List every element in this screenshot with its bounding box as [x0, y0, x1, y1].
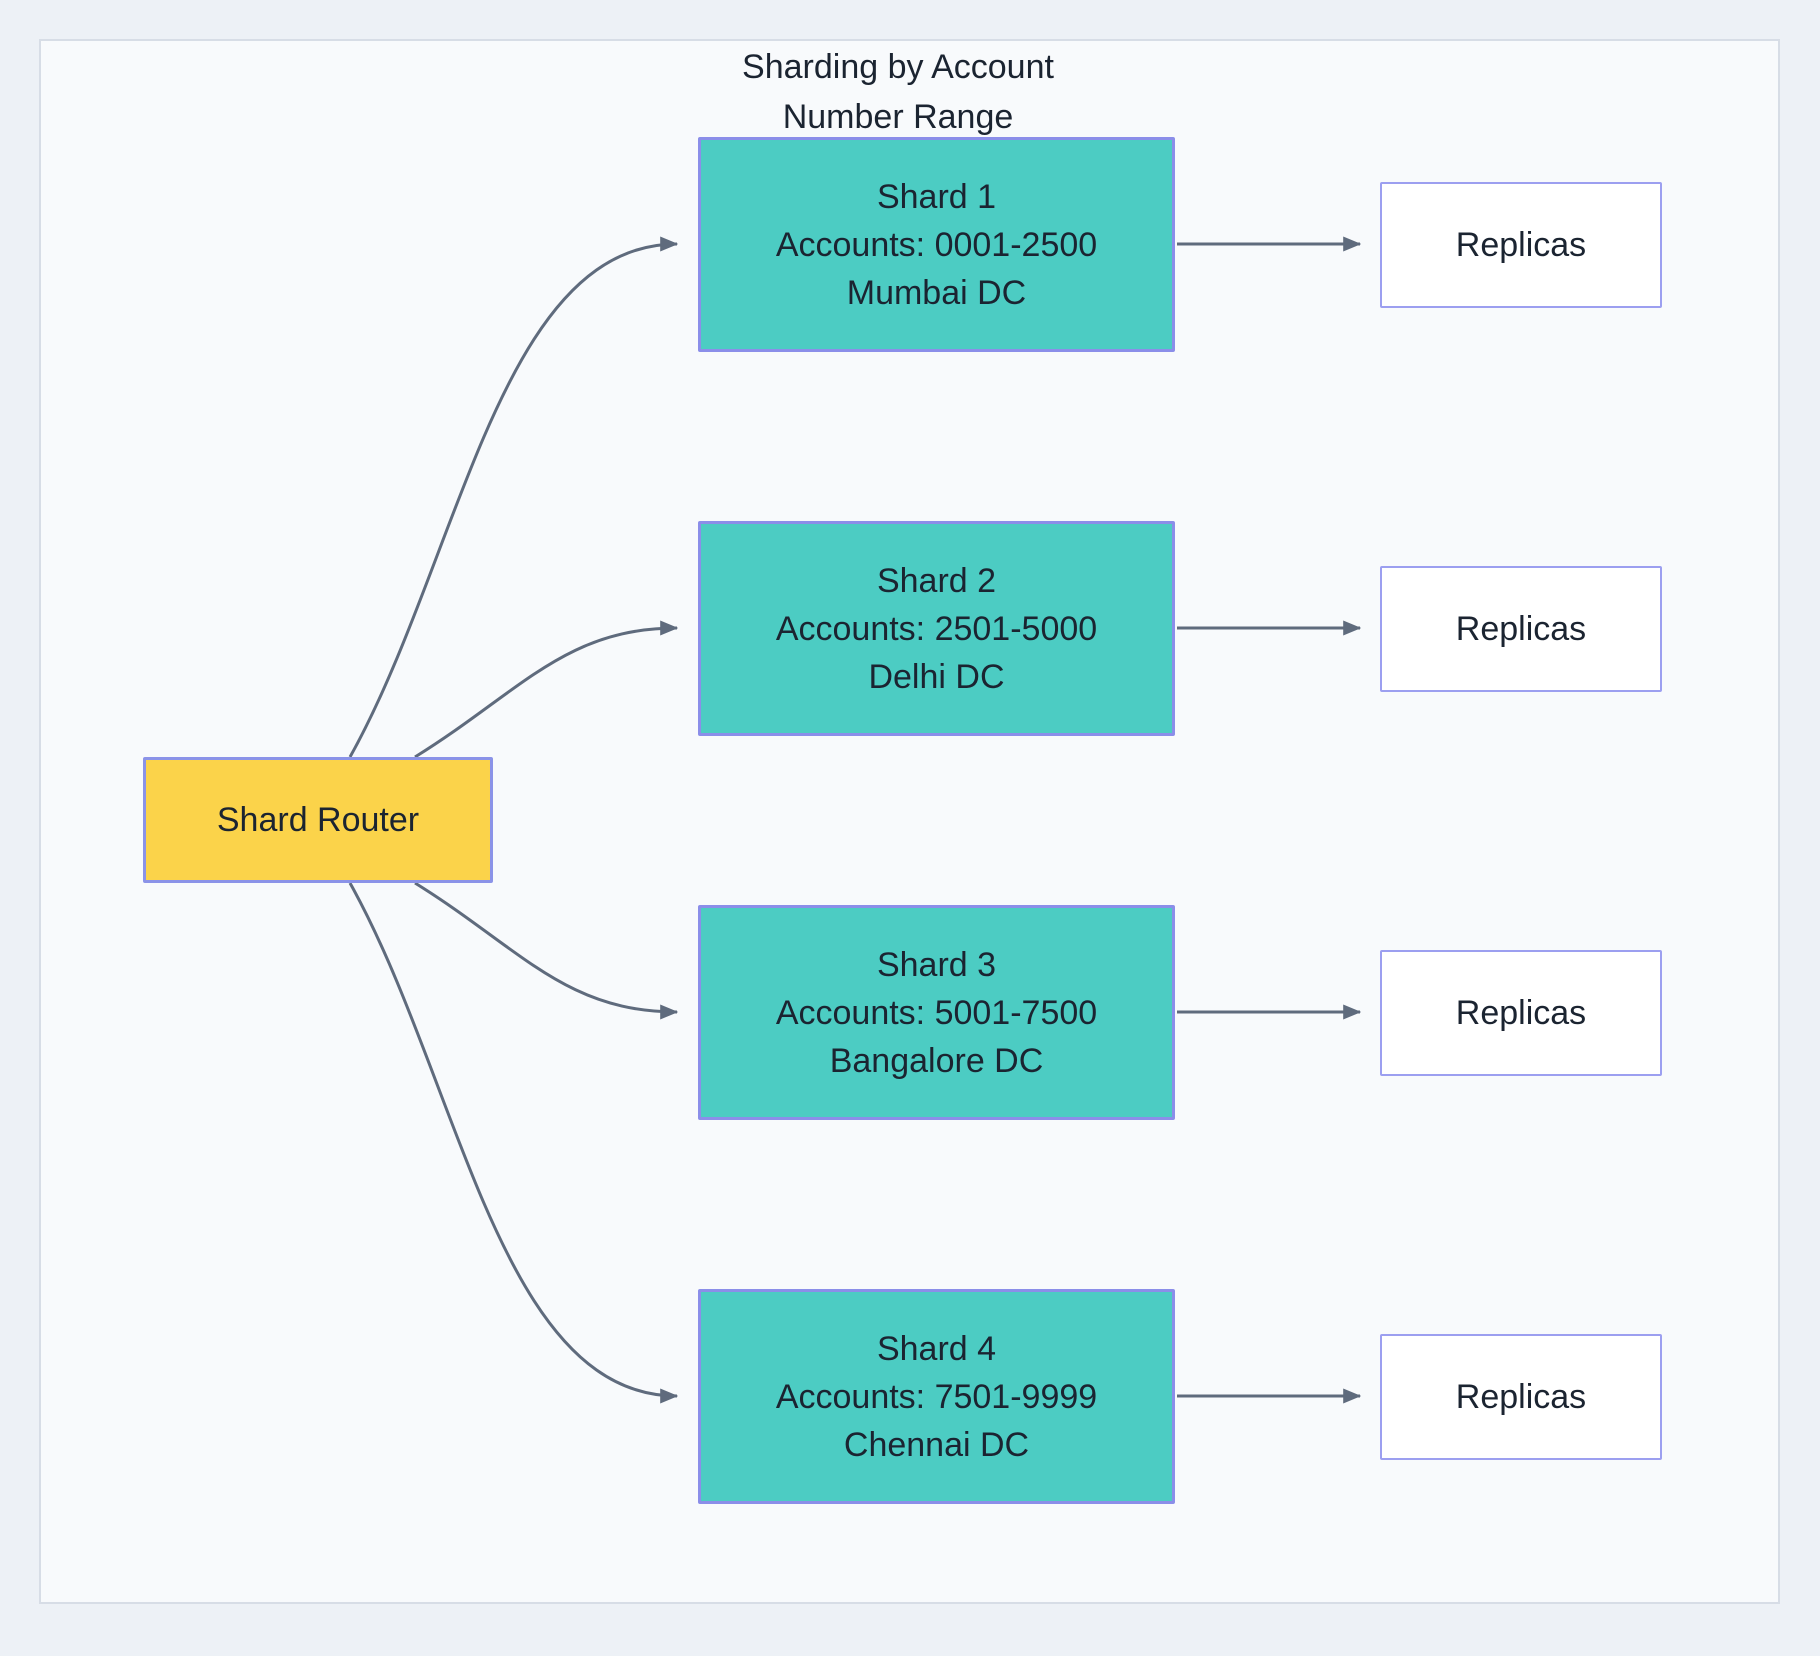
shard-name: Shard 4	[876, 1329, 997, 1368]
node-shard-2: Shard 2 Accounts: 2501-5000 Delhi DC	[698, 521, 1175, 736]
node-replicas-3: Replicas	[1380, 950, 1662, 1076]
shard-name: Shard 3	[876, 945, 997, 984]
router-label: Shard Router	[216, 801, 420, 839]
node-replicas-1: Replicas	[1380, 182, 1662, 308]
node-replicas-4: Replicas	[1380, 1334, 1662, 1460]
shard-datacenter: Delhi DC	[868, 657, 1005, 696]
shard-accounts: Accounts: 5001-7500	[775, 993, 1098, 1032]
node-shard-router: Shard Router	[143, 757, 493, 883]
replicas-label: Replicas	[1455, 1378, 1587, 1416]
replicas-label: Replicas	[1455, 226, 1587, 264]
diagram-title: Sharding by Account Number Range	[598, 42, 1198, 142]
replicas-label: Replicas	[1455, 994, 1587, 1032]
shard-datacenter: Bangalore DC	[829, 1041, 1044, 1080]
node-shard-4: Shard 4 Accounts: 7501-9999 Chennai DC	[698, 1289, 1175, 1504]
shard-accounts: Accounts: 7501-9999	[775, 1377, 1098, 1416]
node-replicas-2: Replicas	[1380, 566, 1662, 692]
node-shard-1: Shard 1 Accounts: 0001-2500 Mumbai DC	[698, 137, 1175, 352]
diagram-title-line2: Number Range	[782, 98, 1014, 136]
shard-accounts: Accounts: 0001-2500	[775, 225, 1098, 264]
replicas-label: Replicas	[1455, 610, 1587, 648]
shard-datacenter: Mumbai DC	[846, 273, 1027, 312]
shard-name: Shard 1	[876, 177, 997, 216]
node-shard-3: Shard 3 Accounts: 5001-7500 Bangalore DC	[698, 905, 1175, 1120]
diagram-title-line1: Sharding by Account	[742, 48, 1054, 86]
shard-name: Shard 2	[876, 561, 997, 600]
shard-datacenter: Chennai DC	[843, 1425, 1030, 1464]
shard-accounts: Accounts: 2501-5000	[775, 609, 1098, 648]
